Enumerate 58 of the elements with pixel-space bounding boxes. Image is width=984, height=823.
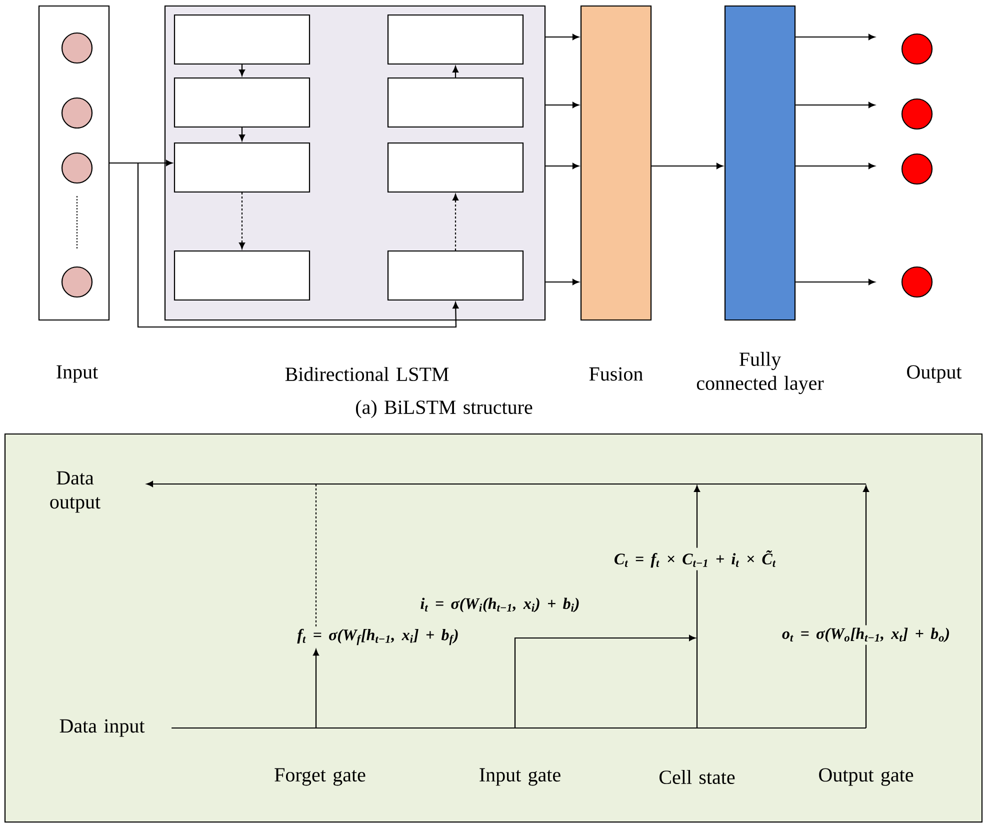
arrow: [796, 279, 876, 286]
arrow: [863, 485, 870, 626]
lstm-cell: [387, 142, 524, 193]
formula-label: C$_{t}$ = f$_{t}$ × C$_{t−1}$ + i$_{t}$ × C̃$_{t}$: [614, 550, 776, 568]
formula-label: o$_{t}$ = σ(W$_{o}$[h$_{t−1}$, x$_{t}$] + b$_{o}$): [782, 628, 949, 642]
text-label: Data output: [50, 471, 100, 513]
node-label: Fully connected layer: [696, 352, 824, 394]
arrow: [146, 481, 866, 488]
input-neuron: [61, 266, 93, 298]
arrow: [796, 102, 876, 108]
connector-line: [865, 644, 867, 728]
output-neuron: [901, 153, 933, 185]
output-neuron: [901, 98, 933, 130]
arrow: [652, 163, 724, 170]
node-label: Input: [56, 365, 98, 383]
lstm-cell: [174, 77, 310, 128]
input-neuron: [61, 97, 93, 129]
gate-panel: [4, 433, 983, 823]
arrow: [239, 64, 246, 76]
arrow: [546, 34, 580, 40]
node-label: Cell state: [660, 770, 735, 784]
node-label: Output gate: [819, 768, 914, 786]
lstm-cell: [387, 77, 524, 128]
arrow: [239, 192, 246, 250]
node-label: Output: [907, 365, 962, 383]
lstm-cell: [174, 250, 310, 301]
node-label: Bidirectional LSTM: [285, 366, 449, 382]
connector-line: [172, 727, 866, 729]
output-neuron: [901, 266, 933, 298]
lstm-cell: [387, 14, 524, 65]
arrow: [796, 34, 876, 40]
arrow: [546, 102, 580, 108]
arrow: [546, 279, 580, 286]
arrow: [110, 162, 459, 328]
formula-label: f$_{t}$ = σ(W$_{f}$[h$_{t−1}$, x$_{i}$] + b$_{f}$): [297, 628, 458, 646]
arrow: [452, 194, 459, 250]
arrow: [313, 649, 320, 728]
caption: (a) BiLSTM structure: [356, 400, 532, 418]
input-neuron: [61, 32, 93, 64]
lstm-cell: [174, 14, 310, 65]
dense-layer-bar: [724, 5, 796, 321]
arrow: [546, 163, 580, 170]
arrow: [796, 163, 876, 170]
dotted-line: [315, 484, 317, 626]
arrow: [239, 128, 246, 142]
formula-label: i$_{t}$ = σ(W$_{i}$(h$_{t−1}$, x$_{i}$) + b$_{i}$): [420, 598, 579, 612]
node-label: Input gate: [480, 768, 560, 786]
node-label: Fusion: [589, 367, 643, 381]
connector-line: [696, 570, 698, 728]
lstm-cell: [387, 250, 524, 301]
output-neuron: [901, 33, 933, 65]
fusion-bar: [580, 5, 652, 321]
input-neuron: [61, 152, 93, 184]
arrow: [452, 66, 459, 78]
arrow: [694, 485, 700, 548]
node-label: Forget gate: [274, 768, 366, 786]
lstm-cell: [174, 142, 310, 193]
text-label: Data input: [60, 719, 145, 737]
